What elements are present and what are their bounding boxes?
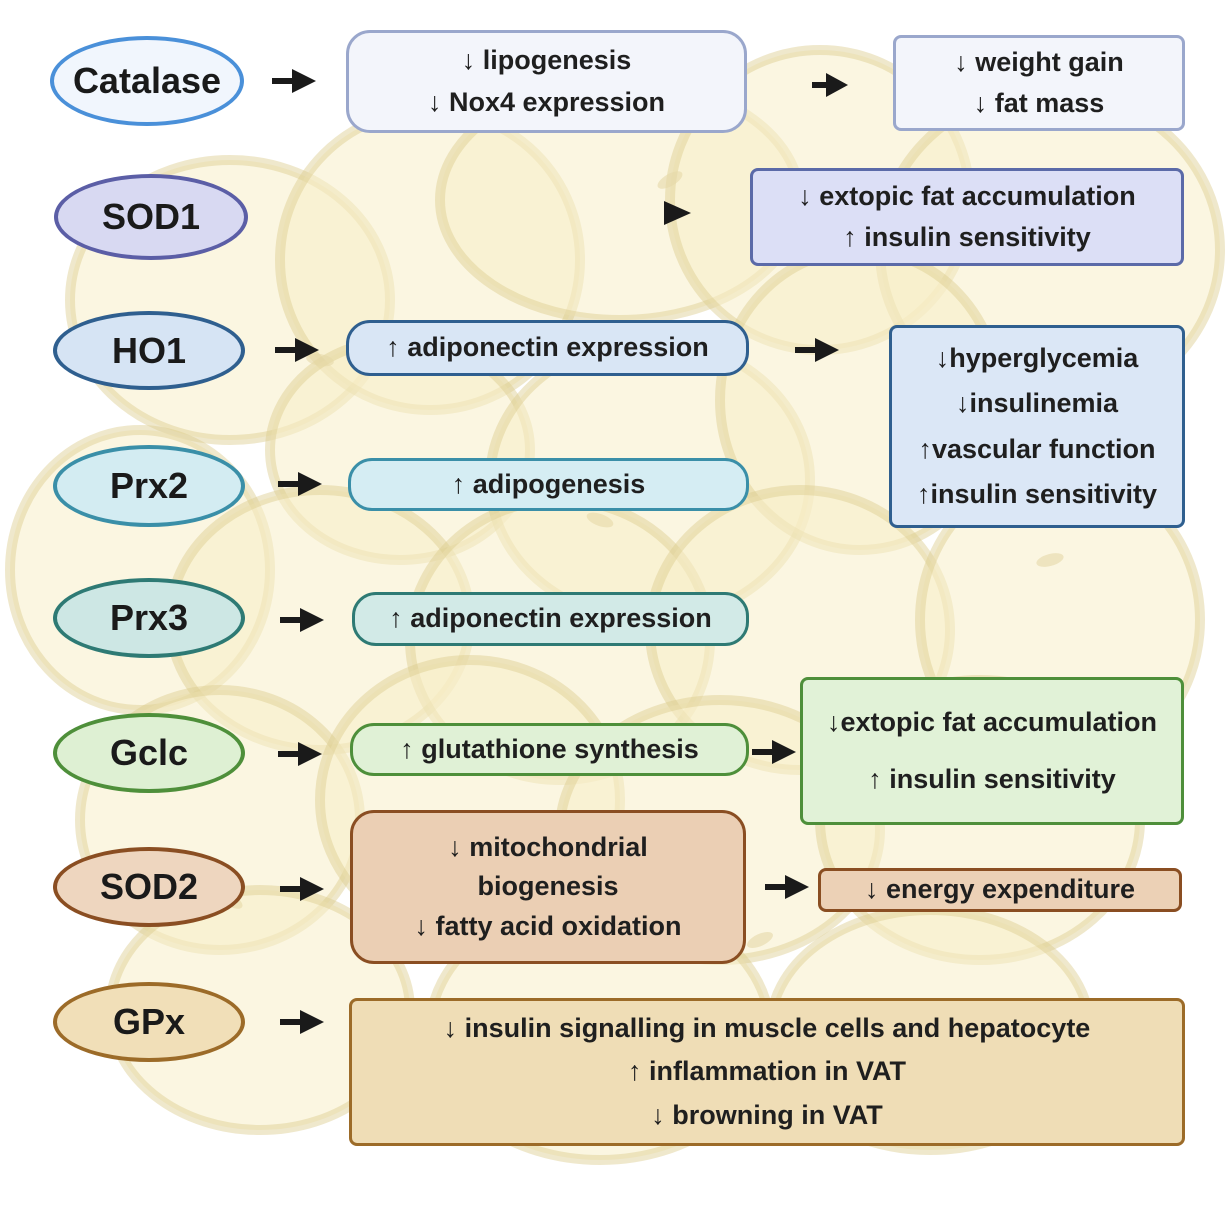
sod2-arrow bbox=[280, 874, 324, 904]
prx3-arrow bbox=[280, 605, 324, 635]
ho1-outcome-arrow bbox=[795, 335, 839, 365]
gclc-outcome-box: ↓extopic fat accumulation ↑ insulin sens… bbox=[800, 677, 1184, 825]
ho1-effect-box: ↑ adiponectin expression bbox=[346, 320, 749, 376]
outcome-line: ↓insulinemia bbox=[955, 388, 1119, 419]
outcome-line: ↓ weight gain bbox=[954, 47, 1124, 78]
effect-line: ↓ browning in VAT bbox=[651, 1099, 883, 1130]
sod1-arrow bbox=[316, 198, 691, 228]
outcome-line: ↑vascular function bbox=[918, 433, 1156, 464]
gpx-effect-box: ↓ insulin signalling in muscle cells and… bbox=[349, 998, 1185, 1146]
effect-line: ↓ mitochondrial bbox=[448, 832, 648, 863]
gpx-arrow bbox=[280, 1007, 324, 1037]
gclc-oval: Gclc bbox=[53, 713, 245, 793]
sod2-outcome-arrow bbox=[765, 872, 809, 902]
prx3-effect-box: ↑ adiponectin expression bbox=[352, 592, 749, 646]
outcome-line: ↑ insulin sensitivity bbox=[843, 221, 1091, 252]
effect-line: biogenesis bbox=[477, 871, 619, 902]
ho1-arrow bbox=[275, 335, 319, 365]
effect-line: ↓ insulin signalling in muscle cells and… bbox=[443, 1013, 1091, 1044]
outcome-line: ↑ insulin sensitivity bbox=[868, 764, 1116, 795]
effect-line: ↑ adiponectin expression bbox=[386, 332, 709, 363]
outcome-line: ↓ energy expenditure bbox=[864, 874, 1136, 905]
catalase-oval: Catalase bbox=[50, 36, 244, 126]
outcome-line: ↓ fat mass bbox=[973, 87, 1105, 118]
prx3-oval: Prx3 bbox=[53, 578, 245, 658]
outcome-line: ↓ extopic fat accumulation bbox=[798, 180, 1136, 211]
sod1-oval: SOD1 bbox=[54, 174, 248, 260]
gpx-oval: GPx bbox=[53, 982, 245, 1062]
effect-line: ↑ adiponectin expression bbox=[389, 603, 712, 634]
effect-line: ↓ Nox4 expression bbox=[427, 87, 666, 118]
outcome-line: ↑insulin sensitivity bbox=[916, 479, 1158, 510]
sod2-outcome-box: ↓ energy expenditure bbox=[818, 868, 1182, 912]
effect-line: ↑ inflammation in VAT bbox=[627, 1056, 906, 1087]
prx2-oval: Prx2 bbox=[53, 445, 245, 527]
outcome-line: ↓extopic fat accumulation bbox=[826, 706, 1158, 737]
gclc-outcome-arrow bbox=[752, 737, 796, 767]
ho1-outcome-box: ↓hyperglycemia ↓insulinemia ↑vascular fu… bbox=[889, 325, 1185, 528]
prx2-effect-box: ↑ adipogenesis bbox=[348, 458, 749, 511]
catalase-effect-box: ↓ lipogenesis ↓ Nox4 expression bbox=[346, 30, 747, 133]
sod2-effect-box: ↓ mitochondrial biogenesis ↓ fatty acid … bbox=[350, 810, 746, 964]
effect-line: ↓ fatty acid oxidation bbox=[414, 910, 682, 941]
sod2-oval: SOD2 bbox=[53, 847, 245, 927]
ho1-oval: HO1 bbox=[53, 311, 245, 390]
effect-line: ↑ glutathione synthesis bbox=[400, 733, 699, 764]
sod1-outcome-box: ↓ extopic fat accumulation ↑ insulin sen… bbox=[750, 168, 1184, 266]
prx2-arrow bbox=[278, 469, 322, 499]
catalase-arrow bbox=[272, 66, 316, 96]
outcome-line: ↓hyperglycemia bbox=[935, 342, 1139, 373]
gclc-effect-box: ↑ glutathione synthesis bbox=[350, 723, 749, 776]
effect-line: ↓ lipogenesis bbox=[461, 44, 632, 75]
catalase-outcome-arrow bbox=[812, 70, 848, 100]
gclc-arrow bbox=[278, 739, 322, 769]
effect-line: ↑ adipogenesis bbox=[451, 468, 646, 499]
catalase-outcome-box: ↓ weight gain ↓ fat mass bbox=[893, 35, 1185, 131]
